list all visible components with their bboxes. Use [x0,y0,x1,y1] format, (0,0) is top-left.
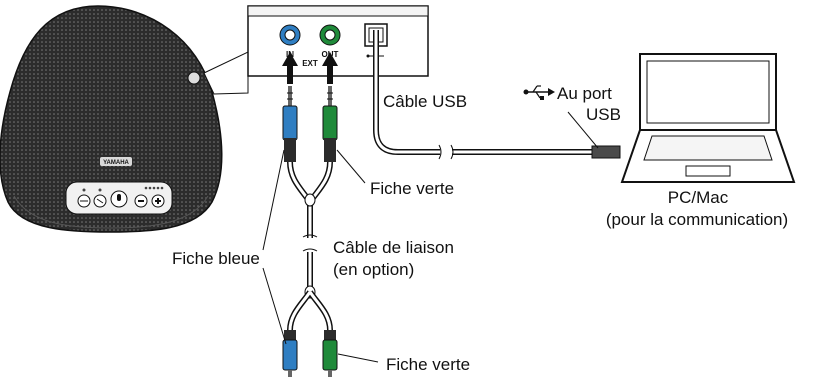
speaker-logo [100,157,132,166]
usb-cable-label: Câble USB [383,92,467,111]
usb-port-label-line1: Au port [557,84,612,103]
green-plug-top [322,105,338,141]
speaker-brand-text: YAMAHA [103,160,129,166]
out-jack-icon [319,24,341,46]
leader-blue-plug-top [262,149,285,251]
blue-plug-bottom [282,339,298,371]
blue-plug-label: Fiche bleue [172,249,260,268]
pc-label-line1: PC/Mac [668,188,729,207]
green-plug-top-label: Fiche verte [370,179,454,198]
leader-green-plug-top [336,149,366,184]
link-cable-label-line2: (en option) [333,260,414,279]
mute-indicator-icon [187,71,201,85]
speakerphone-device: YAMAHA [0,5,223,233]
leader-blue-plug-bottom [262,267,287,345]
usb-cable [373,30,621,160]
rear-panel: IN OUT EXT [247,5,429,77]
usb-port-label-line2: USB [586,105,621,124]
laptop-icon [620,53,796,183]
leader-usb-port [567,111,599,149]
usb-trident-icon [523,85,555,100]
link-cable [282,86,338,377]
leader-green-plug-bottom [337,353,379,363]
green-plug-bottom-label: Fiche verte [386,355,470,374]
usb-plug [591,145,621,159]
zoom-callout [203,51,249,95]
ext-label: EXT [302,59,318,68]
in-arrow-icon [282,52,298,84]
out-arrow-icon [322,52,338,84]
pc-label-line2: (pour la communication) [606,210,788,229]
green-plug-bottom [322,339,338,371]
link-cable-label-line1: Câble de liaison [333,238,454,257]
blue-plug-top [282,105,298,141]
in-jack-icon [279,24,301,46]
